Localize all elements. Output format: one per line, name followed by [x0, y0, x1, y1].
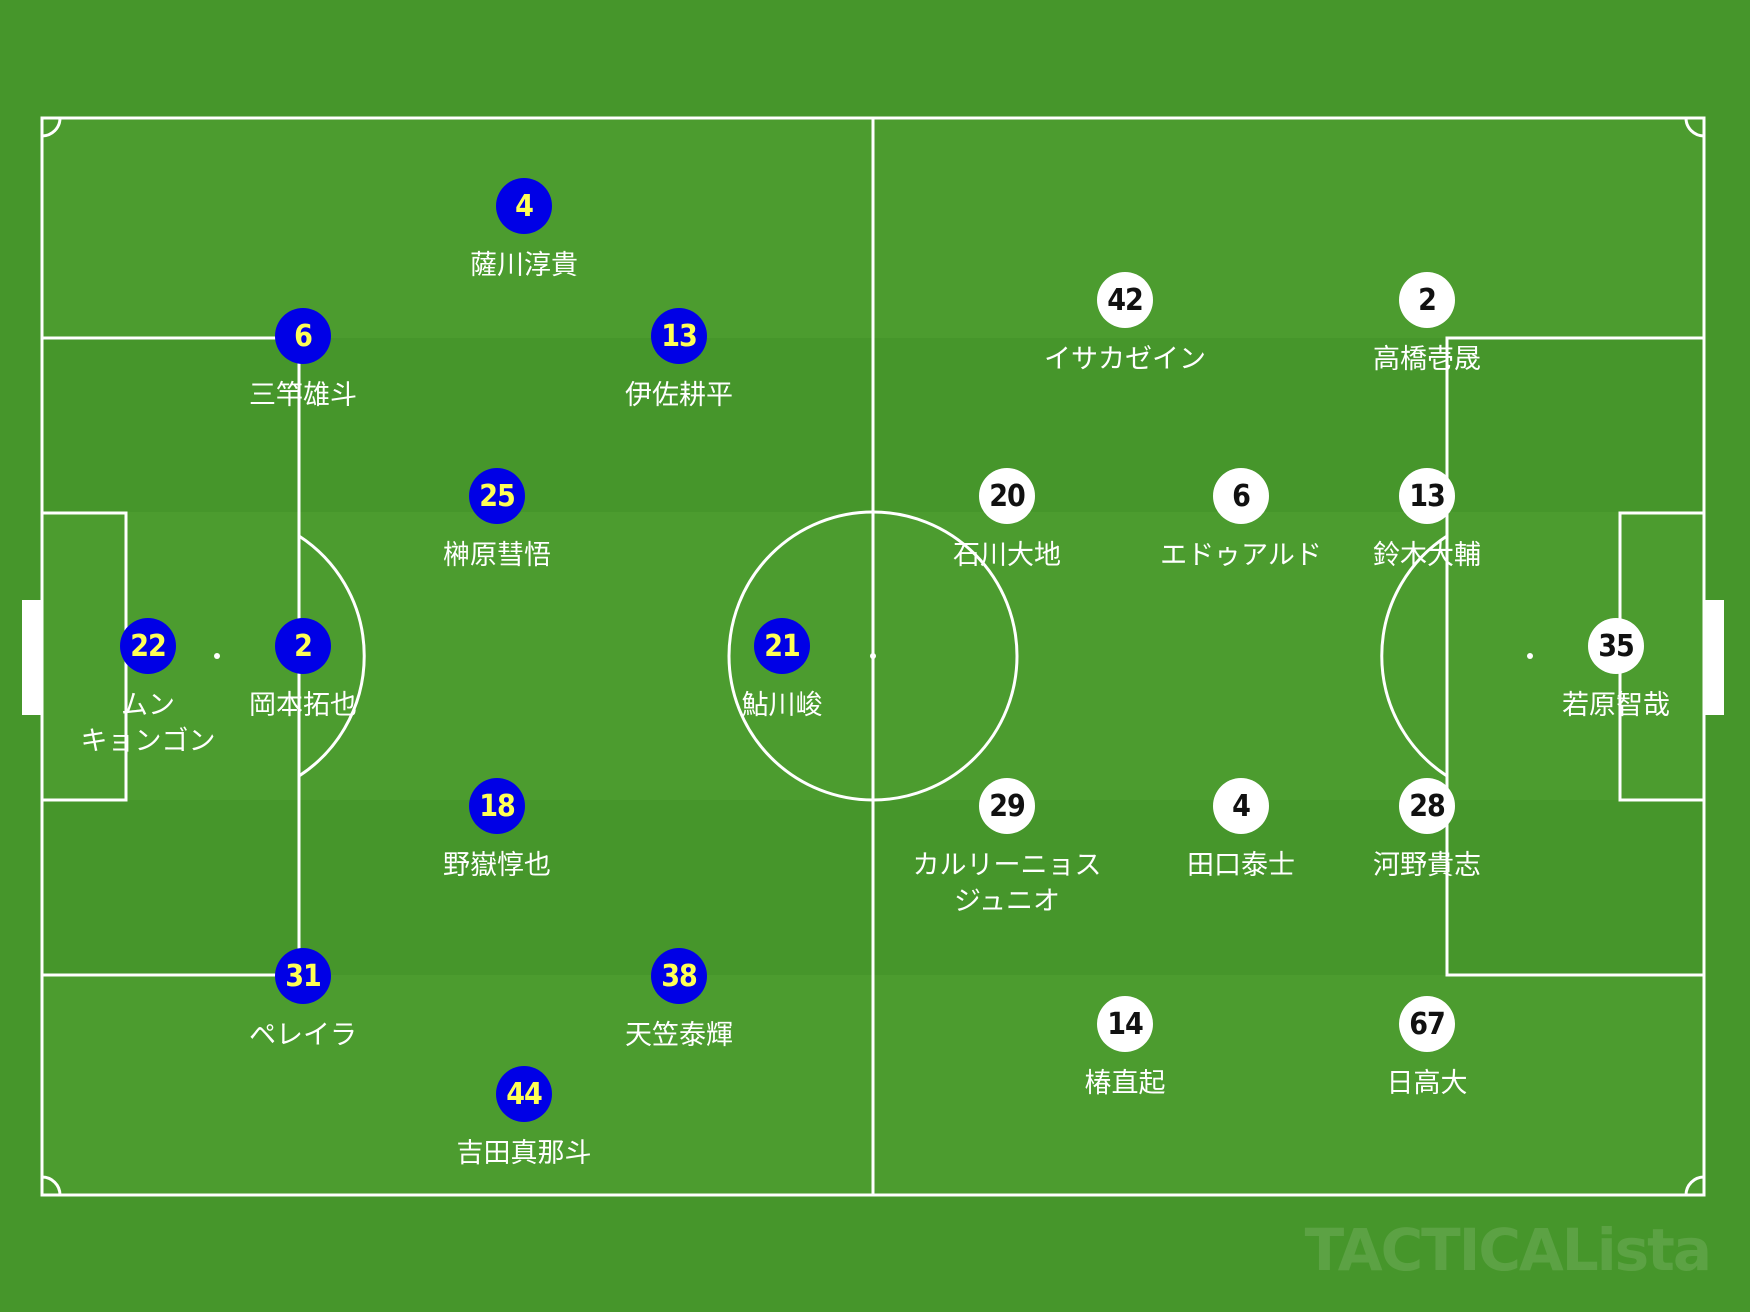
player-name-label: 若原智哉	[1562, 690, 1670, 721]
player-name-label: ムン キョンゴン	[80, 690, 216, 757]
player-number-marker: 67	[1399, 996, 1455, 1052]
player-name-label: ペレイラ	[249, 1020, 357, 1051]
player-number-marker: 29	[979, 778, 1035, 834]
player-name-label: 吉田真那斗	[456, 1138, 592, 1169]
left-penalty-arc	[298, 534, 366, 778]
player-number-marker: 21	[754, 618, 810, 674]
player-name-label: 野嶽惇也	[443, 850, 551, 881]
player-name-label: 田口泰士	[1187, 850, 1295, 881]
player-name-label: 石川大地	[953, 540, 1061, 571]
player-number-marker: 2	[1399, 272, 1455, 328]
corner-arc-top-right	[1684, 117, 1705, 138]
corner-arc-top-left	[41, 117, 62, 138]
player-number-marker: 42	[1097, 272, 1153, 328]
player-number-marker: 14	[1097, 996, 1153, 1052]
player-name-label: イサカゼイン	[1044, 344, 1206, 375]
player-name-label: 岡本拓也	[249, 690, 357, 721]
player-name-label: カルリーニョス ジュニオ	[912, 850, 1102, 917]
left-penalty-spot	[214, 653, 220, 659]
player-number-marker: 18	[469, 778, 525, 834]
player-number-marker: 6	[1213, 468, 1269, 524]
player-number-marker: 28	[1399, 778, 1455, 834]
player-name-label: 高橋壱晟	[1373, 344, 1481, 375]
player-number-marker: 22	[120, 618, 176, 674]
corner-arc-bottom-left	[41, 1175, 62, 1196]
player-name-label: 三竿雄斗	[249, 380, 357, 411]
player-number-marker: 44	[496, 1066, 552, 1122]
player-number-marker: 35	[1588, 618, 1644, 674]
player-number-marker: 4	[1213, 778, 1269, 834]
player-name-label: 日高大	[1386, 1068, 1468, 1099]
player-number-marker: 6	[275, 308, 331, 364]
centre-spot	[870, 653, 876, 659]
centre-circle	[727, 510, 1019, 802]
left-goal	[22, 600, 42, 715]
player-name-label: 榊原彗悟	[443, 540, 551, 571]
player-name-label: エドゥアルド	[1160, 540, 1322, 571]
player-name-label: 椿直起	[1084, 1068, 1166, 1099]
player-number-marker: 38	[651, 948, 707, 1004]
right-penalty-arc	[1380, 534, 1448, 778]
player-name-label: 伊佐耕平	[625, 380, 733, 411]
player-number-marker: 4	[496, 178, 552, 234]
player-number-marker: 2	[275, 618, 331, 674]
player-number-marker: 20	[979, 468, 1035, 524]
watermark-logo: TACTICALista	[1304, 1216, 1712, 1284]
right-penalty-spot	[1527, 653, 1533, 659]
player-name-label: 河野貴志	[1373, 850, 1481, 881]
right-goal	[1704, 600, 1724, 715]
corner-arc-bottom-right	[1684, 1175, 1705, 1196]
player-name-label: 鈴木大輔	[1373, 540, 1481, 571]
player-name-label: 天笠泰輝	[625, 1020, 733, 1051]
player-number-marker: 25	[469, 468, 525, 524]
player-name-label: 薩川淳貴	[470, 250, 578, 281]
player-number-marker: 13	[651, 308, 707, 364]
player-number-marker: 31	[275, 948, 331, 1004]
player-number-marker: 13	[1399, 468, 1455, 524]
player-name-label: 鮎川峻	[741, 690, 823, 721]
